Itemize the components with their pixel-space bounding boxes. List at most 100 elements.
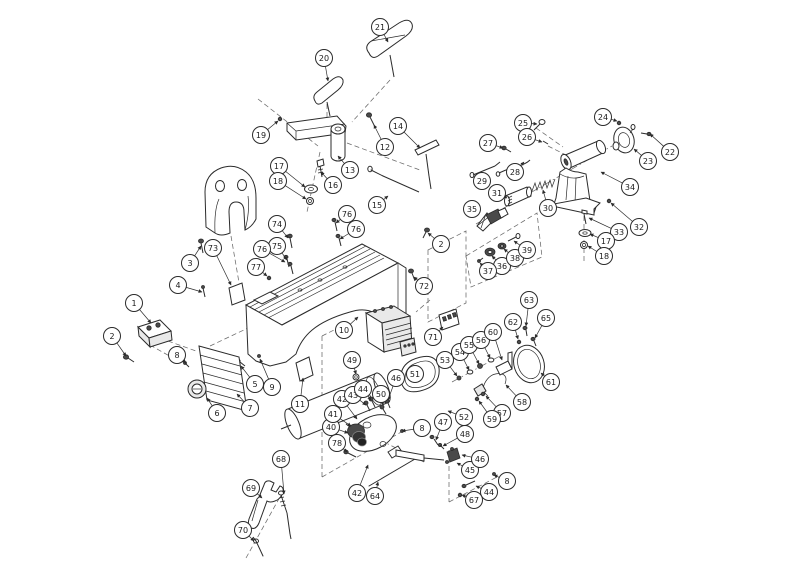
leader-line-15 xyxy=(383,195,389,200)
leader-line-7 xyxy=(236,393,245,403)
part-callout-61: 61 xyxy=(542,373,560,391)
part-callout-69: 69 xyxy=(242,479,260,497)
leader-line-18 xyxy=(587,245,597,252)
leader-line-44 xyxy=(367,395,372,401)
handle-part xyxy=(255,540,264,557)
lever-grip xyxy=(368,478,382,487)
part-callout-28: 28 xyxy=(506,163,524,181)
part-callout-67: 67 xyxy=(465,491,483,509)
part-callout-9: 9 xyxy=(263,378,281,396)
leader-line-23 xyxy=(633,148,642,156)
part-callout-71: 71 xyxy=(424,328,442,346)
svg-text:8: 8 xyxy=(419,424,424,433)
leader-line-18 xyxy=(284,185,307,200)
svg-text:59: 59 xyxy=(487,415,497,424)
headstock-yoke xyxy=(204,165,257,236)
svg-text:74: 74 xyxy=(272,220,282,229)
leader-line-3 xyxy=(194,245,202,257)
svg-text:18: 18 xyxy=(599,252,609,261)
svg-text:62: 62 xyxy=(508,318,518,327)
svg-text:2: 2 xyxy=(438,240,443,249)
svg-text:55: 55 xyxy=(464,341,474,350)
part-callout-41: 41 xyxy=(324,405,342,423)
part-callout-13: 13 xyxy=(341,161,359,179)
svg-text:38: 38 xyxy=(510,254,520,263)
leader-line-1 xyxy=(139,309,152,324)
svg-text:36: 36 xyxy=(497,262,507,271)
leader-line-65 xyxy=(534,325,543,339)
leader-line-45 xyxy=(456,462,463,467)
leader-line-13 xyxy=(337,155,345,164)
svg-text:6: 6 xyxy=(214,409,219,418)
svg-text:43: 43 xyxy=(348,391,358,400)
svg-text:69: 69 xyxy=(246,484,256,493)
part-callout-22: 22 xyxy=(661,143,679,161)
part-callout-62: 62 xyxy=(504,313,522,331)
svg-text:2: 2 xyxy=(109,332,114,341)
svg-text:10: 10 xyxy=(339,326,349,335)
leader-line-67 xyxy=(461,494,467,499)
part-callout-21: 21 xyxy=(371,18,389,36)
svg-text:9: 9 xyxy=(269,383,274,392)
svg-text:56: 56 xyxy=(476,336,486,345)
part-callout-58: 58 xyxy=(513,393,531,411)
leader-line-38 xyxy=(503,248,509,253)
leader-line-72 xyxy=(413,276,418,281)
svg-text:70: 70 xyxy=(238,526,248,535)
svg-text:67: 67 xyxy=(469,496,479,505)
svg-text:4: 4 xyxy=(175,281,180,290)
part-callout-24: 24 xyxy=(594,108,612,126)
svg-text:49: 49 xyxy=(347,356,357,365)
svg-text:76: 76 xyxy=(342,210,352,219)
part-callout-44: 44 xyxy=(354,380,372,398)
svg-text:46: 46 xyxy=(475,455,485,464)
svg-text:1: 1 xyxy=(131,299,136,308)
part-callout-2: 2 xyxy=(432,235,450,253)
leader-line-55 xyxy=(472,352,480,365)
svg-text:22: 22 xyxy=(665,148,675,157)
part-callout-47: 47 xyxy=(434,413,452,431)
svg-text:41: 41 xyxy=(328,410,338,419)
leader-line-64 xyxy=(375,481,380,488)
leader-line-68 xyxy=(281,467,286,495)
svg-text:52: 52 xyxy=(459,413,469,422)
spring xyxy=(531,178,556,192)
part-callout-77: 77 xyxy=(247,258,265,276)
part-callout-68: 68 xyxy=(272,450,290,468)
part-callout-35: 35 xyxy=(463,200,481,218)
leader-line-14 xyxy=(403,131,421,149)
quill-small-parts xyxy=(477,233,521,263)
leader-line-36 xyxy=(491,255,497,261)
svg-text:46: 46 xyxy=(391,374,401,383)
leader-line-54 xyxy=(463,359,470,371)
svg-text:73: 73 xyxy=(208,244,218,253)
svg-text:45: 45 xyxy=(465,466,475,475)
svg-text:42: 42 xyxy=(337,395,347,404)
part-callout-7: 7 xyxy=(241,399,259,417)
leader-line-76 xyxy=(339,233,349,240)
part-callout-44: 44 xyxy=(480,483,498,501)
svg-text:71: 71 xyxy=(428,333,438,342)
part-callout-20: 20 xyxy=(315,49,333,67)
part-callout-1: 1 xyxy=(125,294,143,312)
svg-text:75: 75 xyxy=(272,242,282,251)
leader-line-71 xyxy=(438,326,444,332)
diagram-artwork xyxy=(123,19,652,557)
leader-line-8 xyxy=(493,474,500,479)
part-callout-32: 32 xyxy=(630,218,648,236)
part-callout-8: 8 xyxy=(168,346,186,364)
leader-line-27 xyxy=(495,145,504,149)
tool-rest-assembly xyxy=(277,19,440,205)
svg-text:8: 8 xyxy=(504,477,509,486)
svg-text:19: 19 xyxy=(256,131,266,140)
svg-text:17: 17 xyxy=(601,237,611,246)
leader-line-8 xyxy=(401,428,414,433)
part-callout-48: 48 xyxy=(456,425,474,443)
leader-line-28 xyxy=(520,161,525,166)
part-callout-37: 37 xyxy=(479,262,497,280)
leader-line-32 xyxy=(610,202,633,222)
part-callout-2: 2 xyxy=(103,327,121,345)
part-callout-5: 5 xyxy=(246,375,264,393)
leader-line-33 xyxy=(588,217,612,229)
